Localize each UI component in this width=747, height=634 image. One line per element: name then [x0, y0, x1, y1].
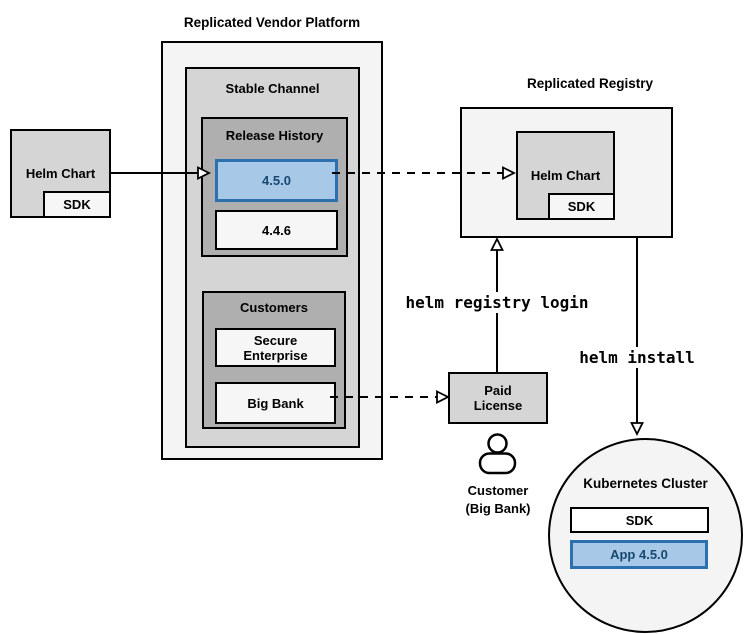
vendor-helm-chart-box: Helm Chart SDK: [10, 129, 111, 218]
release-item-450: 4.5.0: [215, 159, 338, 202]
registry-title: Replicated Registry: [526, 76, 654, 91]
registry-helm-chart-box: Helm Chart SDK: [516, 131, 615, 220]
paid-license-box: Paid License: [448, 372, 548, 424]
customers-box: Customers Secure Enterprise Big Bank: [202, 291, 346, 429]
vendor-sdk-box: SDK: [43, 191, 111, 218]
stable-channel-label: Stable Channel: [225, 81, 320, 96]
customers-label: Customers: [240, 300, 308, 315]
release-item-446: 4.4.6: [215, 210, 338, 250]
customer-item-secure-enterprise: Secure Enterprise: [215, 328, 336, 367]
vendor-helm-chart-label: Helm Chart: [25, 166, 96, 181]
platform-box: Stable Channel Release History 4.5.0 4.4…: [161, 41, 383, 460]
kubernetes-cluster-circle: Kubernetes Cluster SDK App 4.5.0: [548, 438, 743, 633]
customer-name: Customer: [467, 483, 529, 498]
release-history-box: Release History 4.5.0 4.4.6: [201, 117, 348, 257]
cluster-app-box: App 4.5.0: [570, 540, 708, 569]
cluster-title: Kubernetes Cluster: [583, 476, 708, 491]
customer-caption: Customer (Big Bank): [438, 482, 558, 518]
registry-helm-chart-label: Helm Chart: [530, 168, 601, 183]
customer-org: (Big Bank): [465, 501, 531, 516]
platform-title: Replicated Vendor Platform: [183, 15, 361, 30]
person-icon: [478, 433, 517, 475]
arrow-registry-to-cluster: [630, 238, 644, 437]
cluster-sdk-box: SDK: [570, 507, 709, 533]
registry-box: Helm Chart SDK: [460, 107, 673, 238]
registry-sdk-box: SDK: [548, 193, 615, 220]
command-registry-login: helm registry login: [397, 292, 597, 313]
stable-channel-box: Stable Channel Release History 4.5.0 4.4…: [185, 67, 360, 448]
customer-item-big-bank: Big Bank: [215, 382, 336, 424]
release-history-label: Release History: [225, 128, 324, 143]
command-helm-install: helm install: [572, 347, 702, 368]
